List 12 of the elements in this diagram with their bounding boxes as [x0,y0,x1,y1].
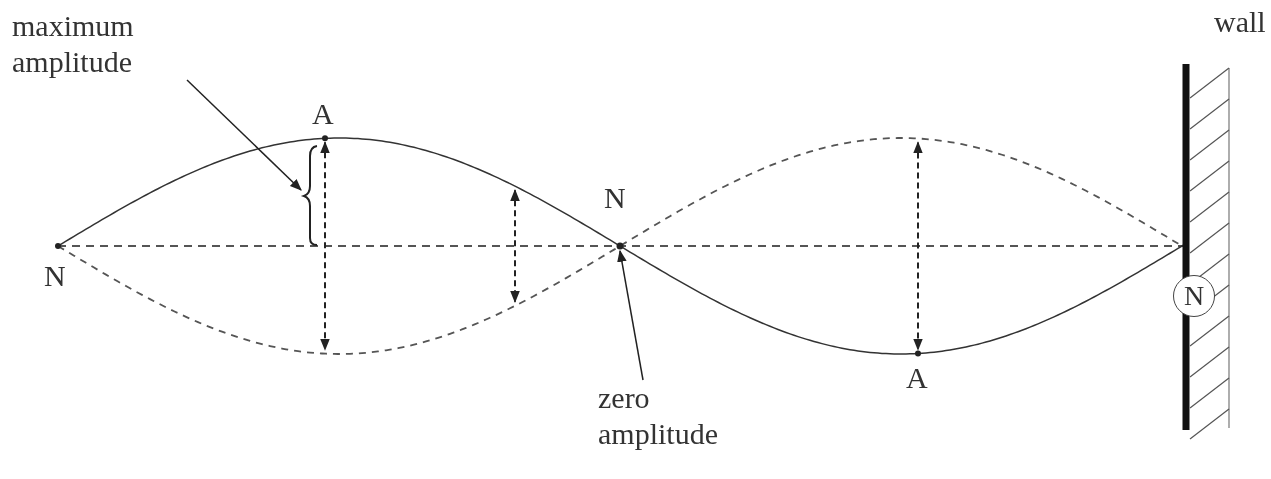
node-circle: N [1173,275,1215,317]
point-label: A [312,96,334,132]
point-label: A [906,360,928,396]
wall-label: wall [1214,4,1266,40]
node-point [616,242,624,250]
leader-arrow [617,249,644,381]
curly-brace [302,145,318,246]
callout-text: zero amplitude [598,380,748,452]
point-label: N [44,258,66,294]
point-label: N [604,180,626,216]
leader-arrow [186,79,302,191]
callout-text: maximum amplitude [12,8,187,80]
